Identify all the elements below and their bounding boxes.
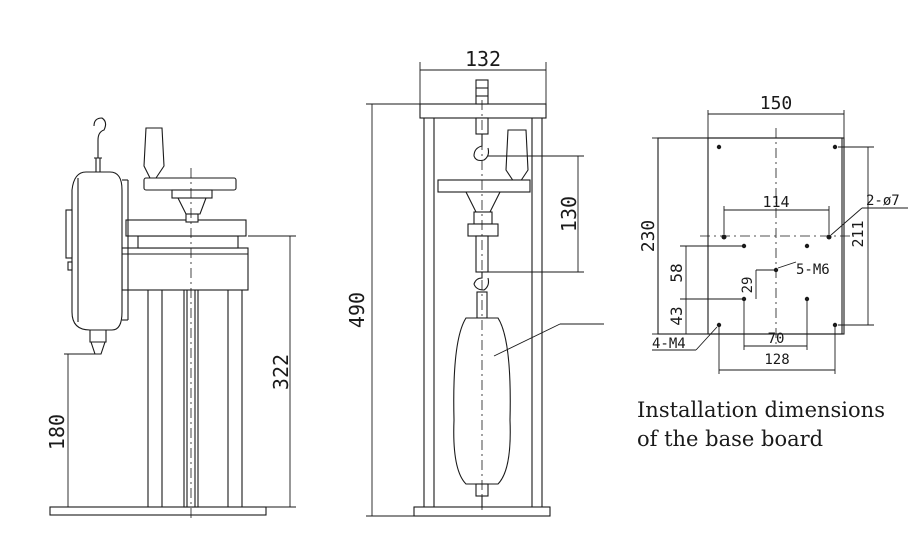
front-hand-wheel (437, 179, 531, 193)
base-board-caption: Installation dimensions of the base boar… (637, 396, 885, 454)
hole-m6-2 (804, 243, 810, 249)
base-label-5-m6: 5-M6 (796, 262, 830, 278)
side-dim-322: 322 (269, 354, 293, 390)
base-board-view: 150 114 230 211 58 43 29 70 (638, 93, 908, 374)
base-dim-150: 150 (760, 93, 793, 114)
front-view: 132 490 130 (345, 47, 604, 517)
side-crosshead (121, 247, 249, 291)
base-dim-128: 128 (764, 352, 789, 368)
front-crosshead-nut (467, 223, 499, 237)
front-dim-132: 132 (465, 47, 501, 71)
front-dim-490: 490 (345, 292, 369, 328)
side-dim-180: 180 (45, 414, 69, 450)
caption-line-1: Installation dimensions (637, 398, 885, 422)
hole-m6-1 (741, 243, 747, 249)
base-dim-114: 114 (762, 193, 789, 211)
base-dim-43: 43 (667, 306, 686, 325)
side-handle (143, 127, 165, 179)
hole-top-left (716, 144, 722, 150)
front-lower-hook (473, 272, 490, 291)
base-label-2-phi7: 2-ø7 (866, 193, 900, 209)
base-dim-70: 70 (768, 331, 785, 347)
side-base-plate (49, 506, 267, 516)
base-dim-29: 29 (740, 277, 756, 294)
hole-phi7-right (826, 234, 832, 240)
base-dim-230: 230 (638, 220, 659, 253)
base-dim-58: 58 (667, 263, 686, 282)
side-view: 322 180 (45, 117, 296, 522)
side-hand-wheel (143, 177, 237, 191)
front-dim-130: 130 (557, 196, 581, 232)
side-bottom-clamp (90, 341, 106, 355)
side-top-hook (93, 117, 107, 158)
base-label-4-m4: 4-M4 (652, 336, 686, 352)
hole-phi7-left (721, 234, 727, 240)
front-top-hook (473, 134, 490, 162)
base-dim-211: 211 (849, 220, 867, 247)
hole-top-right (832, 144, 838, 150)
caption-line-2: of the base board (637, 427, 824, 451)
side-force-gauge (71, 171, 123, 331)
front-top-plate (419, 103, 547, 119)
